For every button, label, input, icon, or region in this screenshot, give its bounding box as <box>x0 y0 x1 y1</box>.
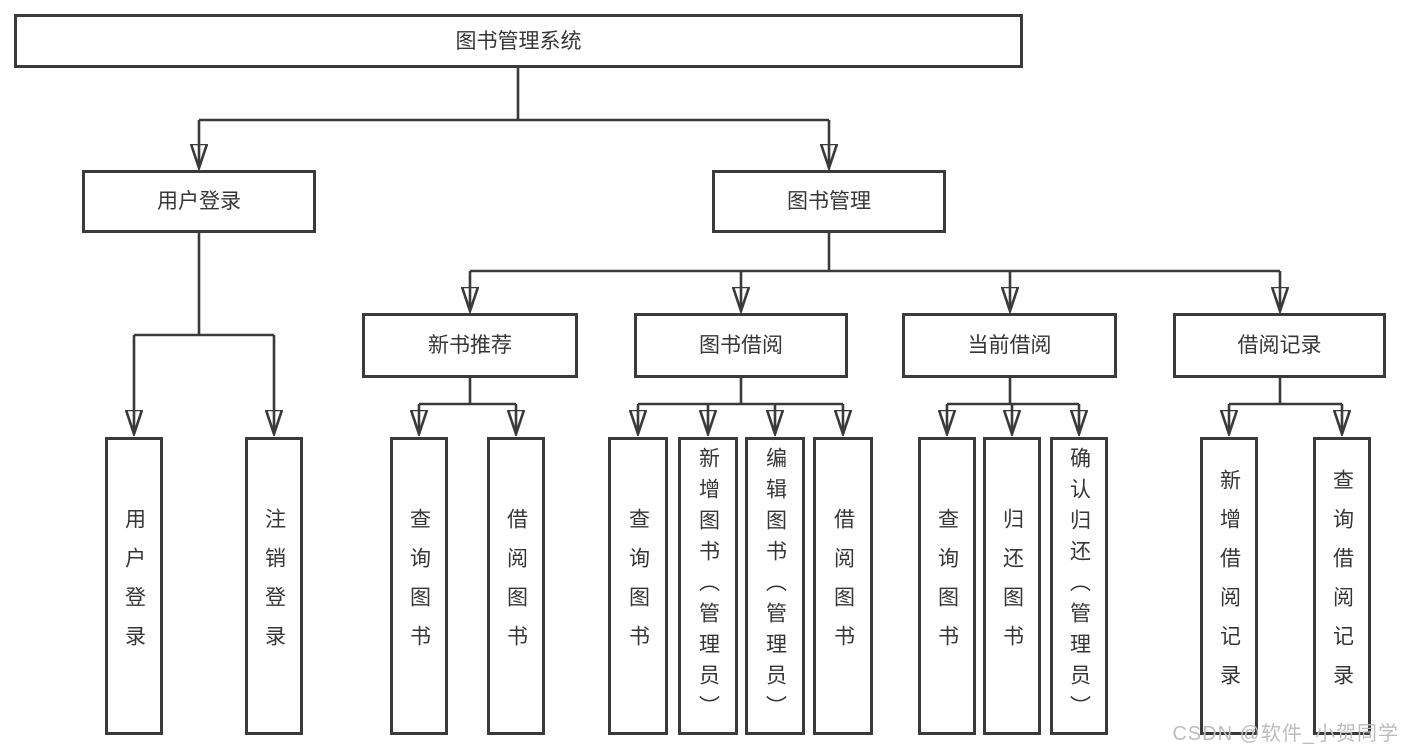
node-new-book-recommend: 新书推荐 <box>362 313 578 378</box>
leaf-edit-book-admin: 编辑图书（管理员） <box>745 437 805 735</box>
connector-current-children <box>947 378 1079 433</box>
connector-root-to-level2 <box>199 68 829 167</box>
connector-borrow-children <box>638 378 843 433</box>
connector-user-login-children <box>134 233 274 433</box>
node-current-borrowing: 当前借阅 <box>902 313 1117 378</box>
leaf-confirm-return-admin: 确认归还（管理员） <box>1050 437 1108 735</box>
node-user-login: 用户登录 <box>82 170 316 233</box>
node-book-management: 图书管理 <box>712 170 946 233</box>
leaf-return-book: 归还图书 <box>983 437 1041 735</box>
connector-records-children <box>1229 378 1342 433</box>
connector-newbook-children <box>419 378 516 433</box>
leaf-add-book-admin: 新增图书（管理员） <box>678 437 738 735</box>
leaf-query-borrow-record: 查询借阅记录 <box>1313 437 1371 735</box>
leaf-user-login: 用户登录 <box>105 437 163 735</box>
leaf-query-books-current: 查询图书 <box>918 437 976 735</box>
leaf-query-books-borrow: 查询图书 <box>608 437 668 735</box>
leaf-logout: 注销登录 <box>245 437 303 735</box>
csdn-watermark: CSDN @软件_小贺同学 <box>1172 723 1399 745</box>
leaf-borrow-books-recommend: 借阅图书 <box>487 437 545 735</box>
connector-book-mgmt-children <box>470 233 1280 310</box>
node-borrowing-records: 借阅记录 <box>1173 313 1386 378</box>
leaf-add-borrow-record: 新增借阅记录 <box>1200 437 1258 735</box>
leaf-borrow-books: 借阅图书 <box>813 437 873 735</box>
node-book-borrowing: 图书借阅 <box>634 313 848 378</box>
node-library-management-system: 图书管理系统 <box>14 14 1023 68</box>
leaf-query-books-recommend: 查询图书 <box>390 437 448 735</box>
